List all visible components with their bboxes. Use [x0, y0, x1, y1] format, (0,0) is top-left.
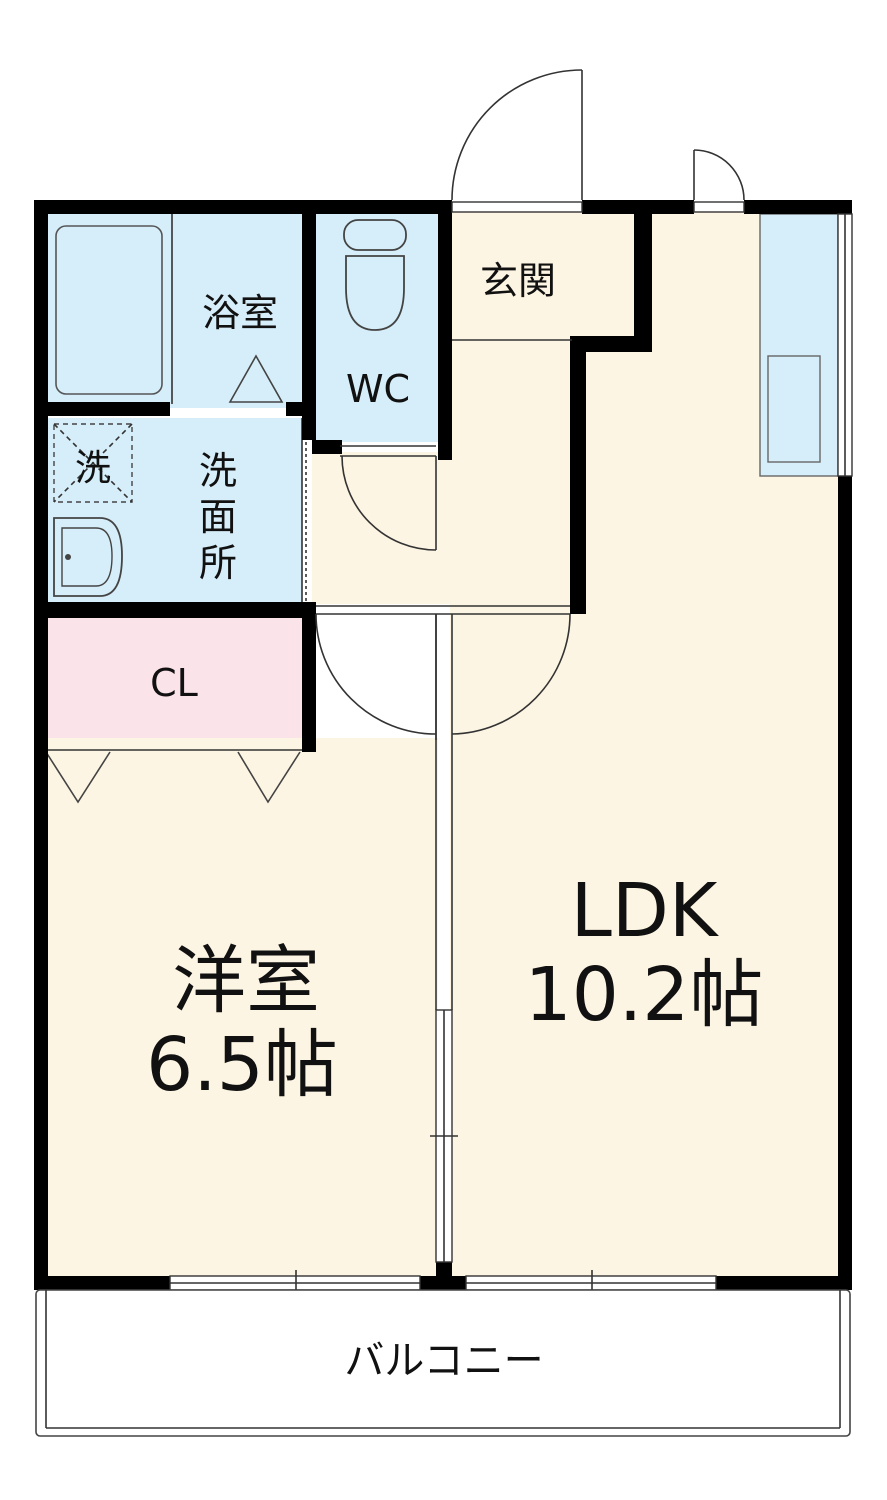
- top-wall-right: [744, 200, 852, 214]
- toilet-bowl: [345, 255, 405, 331]
- bath-label: 浴室: [202, 291, 278, 335]
- wall-hall-right: [570, 336, 586, 614]
- washroom-label-3: 所: [199, 541, 237, 585]
- closet-door-left: [45, 751, 111, 804]
- wall-closet-top: [34, 602, 314, 618]
- wall-bath-bottom-right: [286, 402, 316, 416]
- washroom-label-2: 面: [199, 495, 237, 539]
- wash-basin-drain: [65, 554, 71, 560]
- entrance-door[interactable]: [451, 69, 583, 201]
- balcony-label: バルコニー: [344, 1338, 543, 1384]
- toilet-tank: [343, 219, 407, 251]
- wall-closet-right: [302, 602, 316, 752]
- washer-pan: [53, 423, 133, 503]
- balcony-area: [35, 1289, 851, 1437]
- western-room-door[interactable]: [315, 613, 437, 735]
- wall-bath-bottom: [34, 402, 170, 416]
- wall-bath-wc: [302, 200, 316, 440]
- wall-entrance-step: [634, 200, 652, 352]
- closet-label: CL: [150, 661, 198, 705]
- wall-wc-bottom: [312, 440, 342, 454]
- bathtub: [55, 225, 163, 395]
- top-wall-left: [34, 200, 452, 214]
- kitchen-sink: [767, 355, 821, 463]
- ldk-door[interactable]: [451, 613, 571, 735]
- wall-wc-entrance: [438, 200, 452, 460]
- western-room-area: [46, 738, 438, 1276]
- entrance-label: 玄関: [480, 259, 556, 303]
- wc-door[interactable]: [341, 455, 437, 551]
- meter-box-door[interactable]: [693, 149, 745, 201]
- wash-basin: [53, 517, 123, 597]
- washroom-label-1: 洗: [199, 449, 237, 493]
- outer-wall-left: [34, 200, 48, 1290]
- western-room-size: 6.5帖: [146, 1022, 338, 1108]
- wall-divider-lower: [436, 1262, 452, 1290]
- wash-basin-inner: [61, 527, 113, 587]
- wall-entrance-step-h: [570, 336, 652, 352]
- closet-area: [46, 616, 302, 738]
- ldk-name: LDK: [571, 868, 720, 954]
- washer-label: 洗: [75, 448, 111, 489]
- closet-door-right: [237, 751, 301, 804]
- wc-label: WC: [346, 367, 410, 411]
- ldk-upper-area: [450, 212, 840, 1276]
- bath-door-marker: [228, 354, 284, 403]
- western-room-name: 洋室: [172, 938, 320, 1024]
- ldk-size: 10.2帖: [525, 952, 764, 1038]
